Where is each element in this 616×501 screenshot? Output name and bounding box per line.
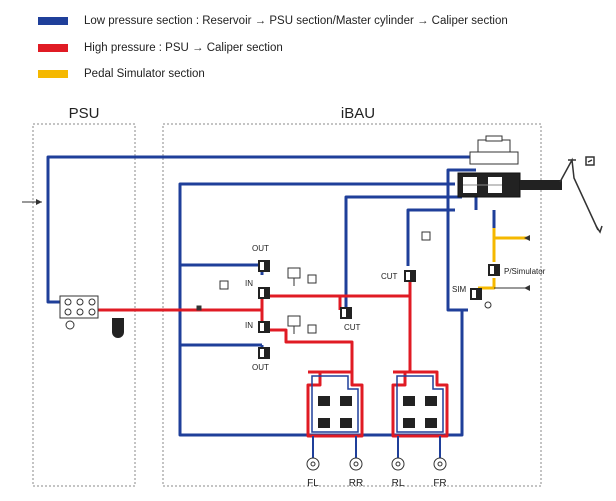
valve-out-top: [258, 260, 270, 272]
wheel-label-rl: RL: [392, 478, 405, 489]
accumulator-top: [287, 267, 301, 286]
sim-check-valve: [484, 301, 492, 309]
wheel-label-rr: RR: [349, 478, 363, 489]
high-pressure-inner-outline: [311, 375, 444, 433]
label-cut-left: CUT: [344, 323, 361, 332]
legend-pedal-simulator-text: Pedal Simulator section: [84, 68, 205, 80]
pedal-simulator-swatch: [38, 70, 68, 78]
high-pressure-lines: [98, 282, 449, 438]
valve-p-simulator: [488, 264, 500, 276]
legend-high-pressure-text: High pressure : PSU → Caliper section: [84, 42, 283, 54]
wheel-lines: [312, 436, 441, 458]
label-out-top: OUT: [252, 244, 269, 253]
legend-low-pressure: Low pressure section : Reservoir → PSU s…: [38, 14, 508, 28]
label-cut-right: CUT: [381, 272, 398, 281]
pressure-sensors: [196, 231, 431, 334]
arrow-head-psim: [524, 285, 530, 291]
valve-out-bottom: [258, 347, 270, 359]
legend-pedal-simulator: Pedal Simulator section: [38, 67, 205, 81]
wheel-label-fr: FR: [433, 478, 446, 489]
valve-in-bottom: [258, 321, 270, 333]
arrow-head-sim: [524, 235, 530, 241]
legend-high-pressure: High pressure : PSU → Caliper section: [38, 41, 283, 55]
label-in-top: IN: [245, 279, 253, 288]
reservoir: [469, 135, 519, 165]
pedal-simulator-lines: [478, 228, 528, 290]
caliper-valves: [318, 396, 437, 428]
legend-low-pressure-text: Low pressure section : Reservoir → PSU s…: [84, 15, 508, 27]
psu-pump: [59, 295, 124, 338]
label-in-bottom: IN: [245, 321, 253, 330]
arrow-head-left: [36, 199, 42, 205]
ibau-box: [162, 123, 542, 487]
valve-cut-left: [340, 307, 352, 319]
label-p-simulator: P/Simulator: [504, 267, 546, 276]
label-sim: SIM: [452, 285, 467, 294]
wheel-label-fl: FL: [307, 478, 319, 489]
master-cylinder: [457, 172, 562, 198]
valve-in-top: [258, 287, 270, 299]
low-pressure-swatch: [38, 17, 68, 25]
valve-sim: [470, 288, 482, 300]
psu-title: PSU: [69, 105, 100, 122]
high-pressure-swatch: [38, 44, 68, 52]
wheel-icons: [306, 457, 447, 471]
brake-pedal: [559, 156, 603, 234]
label-out-bottom: OUT: [252, 363, 269, 372]
accumulator-bottom: [287, 315, 301, 334]
valve-cut-right: [404, 270, 416, 282]
low-pressure-lines: [46, 155, 496, 437]
ibau-title: iBAU: [341, 105, 375, 122]
